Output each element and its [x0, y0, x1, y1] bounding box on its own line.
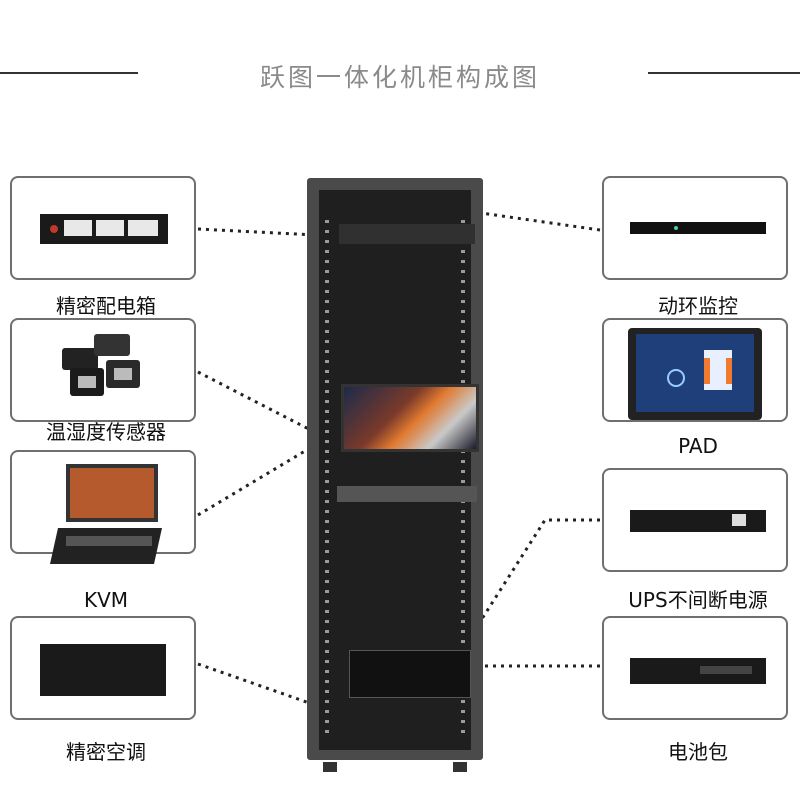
sensor-box: [10, 318, 196, 422]
precision-air-conditioner-icon: [12, 618, 198, 722]
pdu-box: [10, 176, 196, 280]
rack-kvm-screen: [341, 384, 479, 452]
aircon-box: [10, 616, 196, 720]
power-distribution-unit-icon: [12, 178, 198, 282]
cabinet-foot-right: [453, 762, 467, 772]
label-pad: PAD: [598, 434, 798, 458]
temperature-humidity-sensor-icon: [12, 320, 198, 424]
label-ups: UPS不间断电源: [598, 584, 798, 613]
battery-box: [602, 616, 788, 720]
rack-ups: [349, 650, 471, 698]
rack-pdu: [339, 224, 475, 244]
connector-kvm: [198, 448, 310, 515]
server-cabinet: [307, 178, 483, 760]
tablet-icon: [604, 320, 790, 424]
label-aircon: 精密空调: [6, 736, 206, 765]
label-battery: 电池包: [598, 736, 798, 765]
label-pdu: 精密配电箱: [6, 290, 206, 319]
cabinet-foot-left: [323, 762, 337, 772]
kvm-console-icon: [12, 452, 198, 582]
rack-kvm-keyboard: [337, 486, 477, 502]
label-kvm: KVM: [6, 588, 206, 612]
battery-pack-icon: [604, 618, 790, 722]
monitor-box: [602, 176, 788, 280]
connector-ups: [478, 520, 600, 625]
rail-left: [325, 220, 329, 740]
label-sensor: 温湿度传感器: [6, 416, 206, 445]
environment-monitor-icon: [604, 178, 790, 282]
cabinet-interior: [319, 190, 471, 750]
kvm-box: [10, 450, 196, 554]
ups-box: [602, 468, 788, 572]
ups-icon: [604, 470, 790, 574]
label-monitor: 动环监控: [598, 290, 798, 319]
pad-box: [602, 318, 788, 422]
